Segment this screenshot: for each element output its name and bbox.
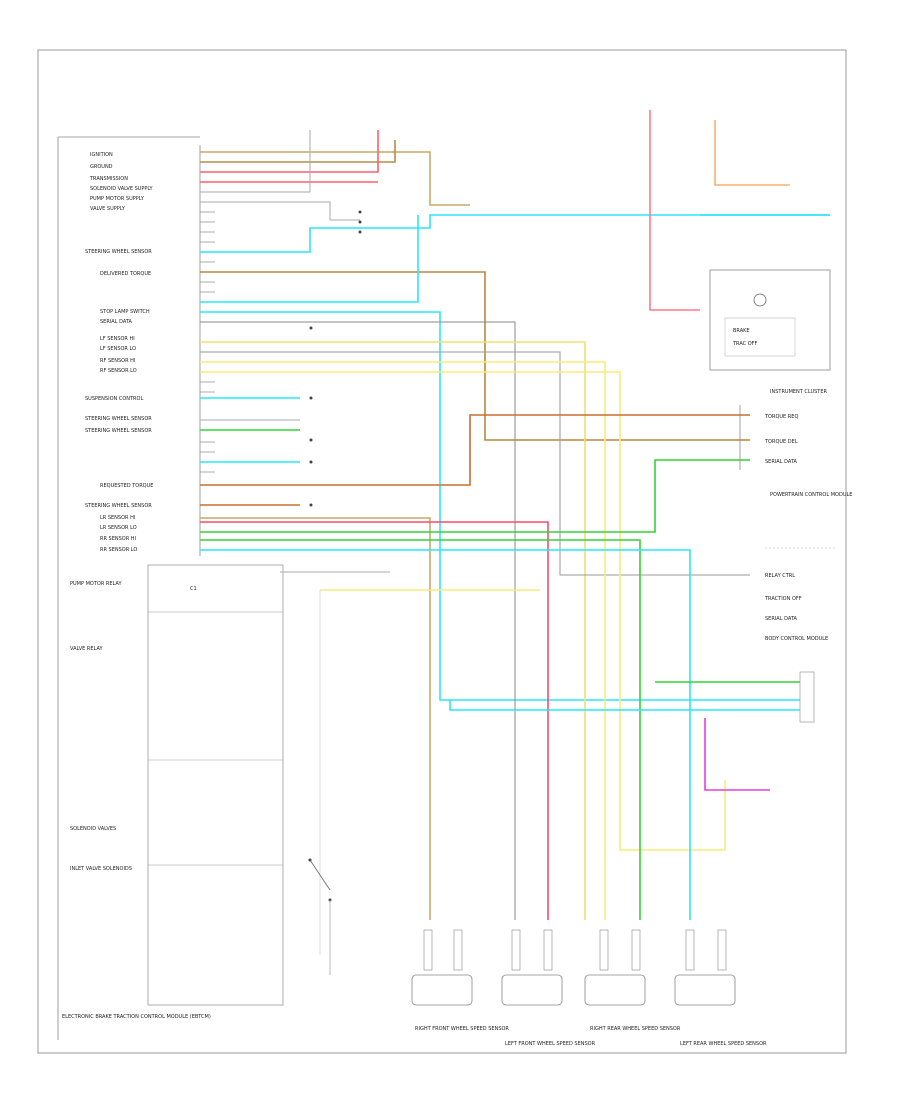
ebcm-side-labels: PUMP MOTOR RELAY VALVE RELAY SOLENOID VA… (62, 581, 211, 1020)
pin-label: SOLENOID VALVE SUPPLY (90, 186, 154, 192)
pin-label: STOP LAMP SWITCH (100, 309, 150, 315)
wires (200, 110, 830, 955)
pin-label: DELIVERED TORQUE (100, 271, 151, 277)
pin-label: STEERING WHEEL SENSOR (85, 249, 152, 255)
right-label: TORQUE REQ (764, 414, 798, 420)
wire-rf-hi (200, 361, 606, 920)
pin-label: REQUESTED TORQUE (100, 483, 153, 489)
wire-bcm-magenta (704, 718, 770, 791)
instrument-cluster: BRAKE TRAC OFF INSTRUMENT CLUSTER (709, 269, 831, 395)
left-pin-labels: IGNITION GROUND TRANSMISSION SOLENOID VA… (85, 152, 154, 553)
sensor-lf: LEFT FRONT WHEEL SPEED SENSOR (501, 929, 596, 1047)
bcm-block: RELAY CTRL TRACTION OFF SERIAL DATA BODY… (764, 547, 835, 723)
right-label: TRACTION OFF (764, 596, 802, 602)
pin-label: STEERING WHEEL SENSOR (85, 503, 152, 509)
brake-switch (308, 858, 332, 975)
pin-label: PUMP MOTOR SUPPLY (90, 196, 145, 202)
wire-serial-gray (200, 321, 516, 920)
wire-ic-orange (714, 120, 790, 186)
pin-label: LF SENSOR HI (100, 336, 135, 342)
right-label: SERIAL DATA (765, 616, 798, 622)
sensor-lr: LEFT REAR WHEEL SPEED SENSOR (674, 929, 767, 1047)
wire-bcm-blue (449, 700, 800, 711)
pin-label: VALVE SUPPLY (90, 206, 126, 212)
wire-del-torque (200, 271, 750, 441)
pin-label: LR SENSOR LO (100, 525, 137, 531)
wire-rr-green (200, 539, 641, 920)
ic-brake-text: BRAKE (733, 328, 750, 334)
wire-lf-hi (200, 341, 586, 920)
pin-label: RR SENSOR LO (100, 547, 137, 553)
pin-label: RF SENSOR HI (100, 358, 135, 364)
wire-stop (200, 215, 419, 303)
wire-rr-red (200, 521, 549, 920)
wire-rf-lo (200, 371, 726, 851)
wire-ignition (200, 151, 470, 206)
pin-label: SERIAL DATA (100, 319, 133, 325)
side-label: PUMP MOTOR RELAY (70, 581, 122, 587)
diagram-frame (37, 49, 847, 1054)
wire-req-torque (200, 414, 750, 486)
ebcm-connector (57, 136, 284, 1040)
pcm-block: TORQUE REQ TORQUE DEL SERIAL DATA POWERT… (739, 405, 852, 498)
wire-green-bcm (200, 459, 750, 533)
sensor-label: LEFT FRONT WHEEL SPEED SENSOR (505, 1041, 596, 1047)
sensor-label: RIGHT REAR WHEEL SPEED SENSOR (590, 1026, 681, 1032)
right-label: SERIAL DATA (765, 459, 798, 465)
sensor-rf: RIGHT FRONT WHEEL SPEED SENSOR (411, 929, 509, 1032)
pin-label: RR SENSOR HI (100, 536, 136, 542)
ic-label: INSTRUMENT CLUSTER (770, 389, 828, 395)
wire-gray-1 (200, 130, 311, 193)
side-label: VALVE RELAY (70, 646, 103, 652)
wheel-sensors: RIGHT FRONT WHEEL SPEED SENSOR LEFT FRON… (411, 929, 767, 1047)
wire-rr-blue (200, 549, 691, 920)
pin-label: LR SENSOR HI (100, 515, 135, 521)
wire-brown-top (200, 140, 396, 163)
pin-label: RF SENSOR LO (100, 368, 137, 374)
wire-lr-lo (200, 517, 431, 920)
pin-label: IGNITION (90, 152, 113, 158)
pin-label: TRANSMISSION (89, 176, 128, 182)
wire-ic-pink (649, 110, 700, 311)
pcm-label: POWERTRAIN CONTROL MODULE (770, 492, 852, 498)
ic-trac-text: TRAC OFF (732, 341, 758, 347)
sensor-label: LEFT REAR WHEEL SPEED SENSOR (680, 1041, 767, 1047)
right-label: TORQUE DEL (764, 439, 798, 445)
side-label: SOLENOID VALVES (70, 826, 116, 832)
ebcm-label: ELECTRONIC BRAKE TRACTION CONTROL MODULE… (62, 1014, 211, 1020)
pin-label: LF SENSOR LO (100, 346, 136, 352)
wire-red-1 (200, 130, 379, 173)
connector-label: C1 (190, 586, 197, 592)
pin-label: GROUND (90, 164, 113, 170)
sensor-label: RIGHT FRONT WHEEL SPEED SENSOR (415, 1026, 509, 1032)
wire-steer-1 (200, 214, 830, 253)
bcm-label: BODY CONTROL MODULE (765, 636, 828, 642)
wire-lf-lo (200, 351, 750, 576)
pin-label: SUSPENSION CONTROL (85, 396, 143, 402)
wire-gray-2 (200, 201, 360, 221)
pin-label: STEERING WHEEL SENSOR (85, 428, 152, 434)
sensor-rr: RIGHT REAR WHEEL SPEED SENSOR (584, 929, 681, 1032)
side-label: INLET VALVE SOLENOIDS (70, 866, 132, 872)
brake-warning-icon (753, 293, 767, 307)
right-label: RELAY CTRL (765, 573, 795, 579)
connector-dots (309, 210, 362, 507)
pin-label: STEERING WHEEL SENSOR (85, 416, 152, 422)
